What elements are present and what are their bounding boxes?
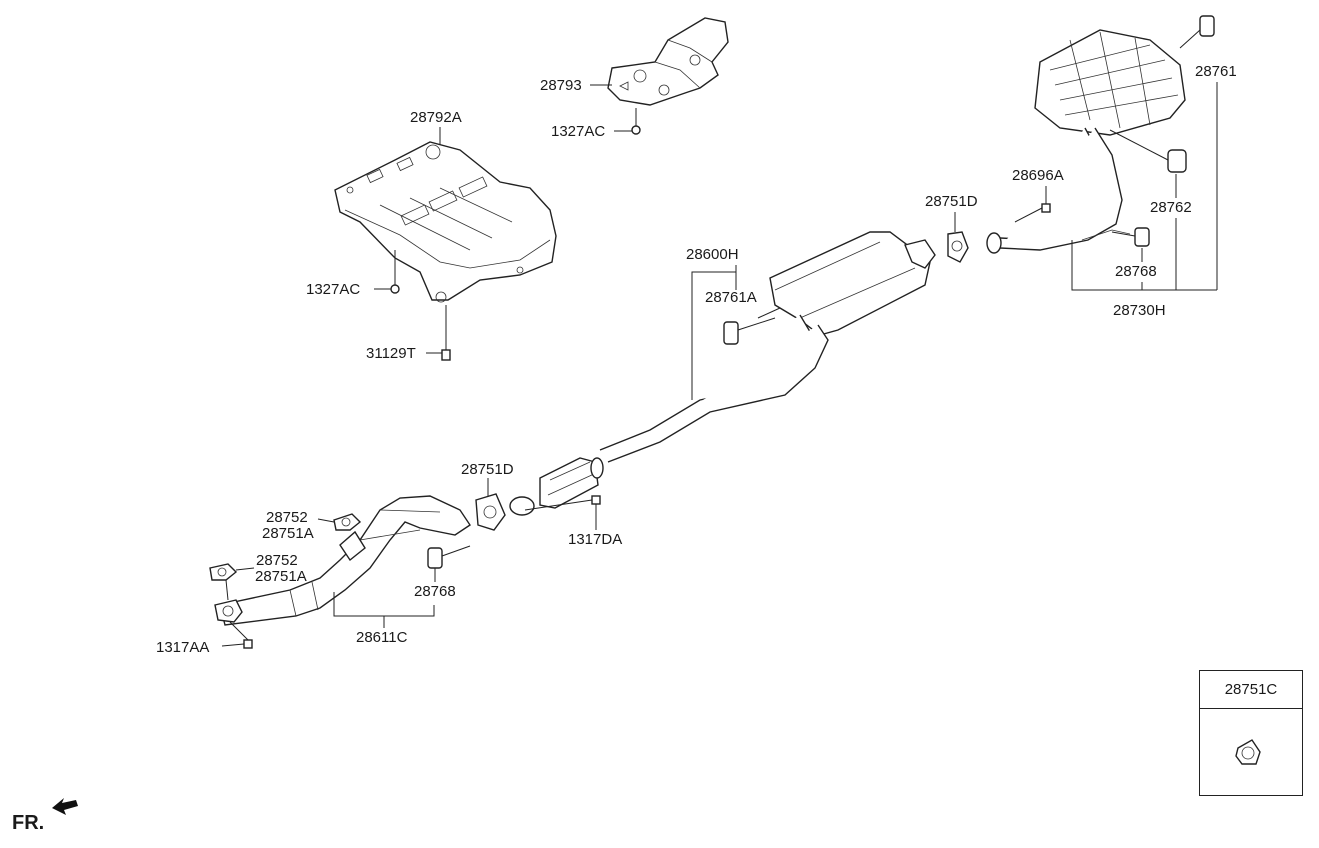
gasket-28751d-right [947,212,969,263]
callout-28792a: 28792A [410,109,462,126]
callout-28761: 28761 [1195,63,1237,80]
rubber-hanger-28768-right [1111,227,1150,247]
nut-1327ac-top [631,108,641,135]
inset-title: 28751C [1200,671,1302,709]
callout-28751a-a: 28751A [262,525,314,542]
rear-muffler [986,29,1186,254]
leader-lines [333,82,1218,628]
callout-28611c: 28611C [356,629,408,646]
flange-28751a-lower [214,579,243,623]
bolt-31129t [441,305,451,361]
hanger-28761 [1179,15,1215,49]
callout-28762: 28762 [1150,199,1192,216]
callout-28768-right: 28768 [1115,263,1157,280]
callout-1317da: 1317DA [568,531,623,548]
inset-gasket-28751c [1235,739,1261,765]
nut-1317aa [221,621,253,649]
heat-shield-28792a [334,141,557,303]
callout-28752-b: 28752 [256,552,298,569]
callout-1317aa: 1317AA [156,639,210,656]
rubber-hanger-28768-left [427,545,471,569]
callout-28730h: 28730H [1113,302,1166,319]
catalytic-converter [509,457,604,516]
callout-28768-left: 28768 [414,583,456,600]
callout-28751d-mid: 28751D [461,461,514,478]
callout-31129t: 31129T [366,345,416,362]
callout-28696a: 28696A [1012,167,1064,184]
nut-1317da [524,495,601,530]
callout-1327ac-top: 1327AC [551,123,606,140]
rubber-hanger-28762 [1109,129,1187,173]
hanger-28761a [723,307,781,345]
callout-28751a-b: 28751A [255,568,307,585]
callout-28752-a: 28752 [266,509,308,526]
gasket-28751d-mid [475,478,506,531]
front-direction-arrow-icon [52,798,78,815]
callout-28793: 28793 [540,77,582,94]
callout-28751d-right: 28751D [925,193,978,210]
callout-1327ac-mid: 1327AC [306,281,361,298]
inset-box-28751c: 28751C [1199,670,1303,796]
front-direction-label: FR. [12,812,45,834]
gasket-28752-a [317,513,362,531]
heat-shield-28793 [607,17,729,106]
center-muffler [599,231,936,463]
gasket-28752-b [209,563,255,581]
callout-28600h: 28600H [686,246,739,263]
callout-28761a: 28761A [705,289,757,306]
front-pipe [219,495,471,626]
